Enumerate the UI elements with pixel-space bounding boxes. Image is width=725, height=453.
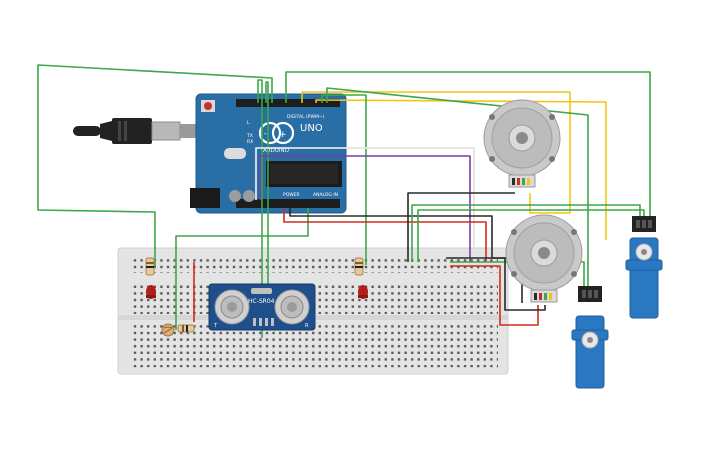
wire-green-left-loop — [37, 64, 273, 266]
wire-green-motor — [321, 94, 367, 265]
servo-icon — [625, 216, 663, 319]
digital-header-label: DIGITAL (PWM~) — [287, 114, 325, 120]
photoresistor-icon — [161, 323, 195, 337]
svg-text:+: + — [279, 130, 287, 140]
wire-yellow-servo-right — [315, 99, 607, 240]
wire-black-motor2 — [446, 257, 546, 311]
usb-plug-icon — [73, 118, 196, 144]
svg-text:-: - — [264, 129, 267, 138]
motor-icon-2 — [505, 214, 583, 303]
wire-green-servo-right — [285, 71, 651, 216]
sensor-t-label: T — [213, 323, 218, 329]
sensor-r-label: R — [305, 323, 309, 329]
wire-red-power — [283, 208, 487, 262]
power-header-label: POWER — [283, 192, 300, 198]
rx-led-label: RX — [247, 139, 253, 145]
arduino-uno-board: - + ARDUINO UNO DIGITAL (PWM~) POWER ANA… — [190, 93, 347, 214]
ultrasonic-sensor: HC-SR04 T R — [208, 283, 316, 331]
led-right — [354, 257, 368, 299]
wire-purple — [259, 155, 471, 262]
wire-green-sensor-b — [265, 81, 269, 290]
servo-icon-2 — [571, 286, 609, 389]
wire-red-motor2 — [450, 265, 539, 326]
tx-led-label: TX — [246, 133, 253, 139]
wire-green-sensor-a — [257, 79, 263, 290]
sensor-model-label: HC-SR04 — [248, 298, 275, 305]
l-led-label: L — [247, 120, 250, 126]
motor-icon — [483, 99, 561, 188]
arduino-logo-text: ARDUINO — [263, 148, 290, 154]
led-left — [145, 257, 156, 299]
arduino-brand-text: UNO — [300, 123, 323, 134]
wire-green-servo-b — [417, 209, 645, 262]
analog-header-label: ANALOG IN — [313, 192, 338, 198]
wire-black-motor1 — [407, 192, 515, 262]
